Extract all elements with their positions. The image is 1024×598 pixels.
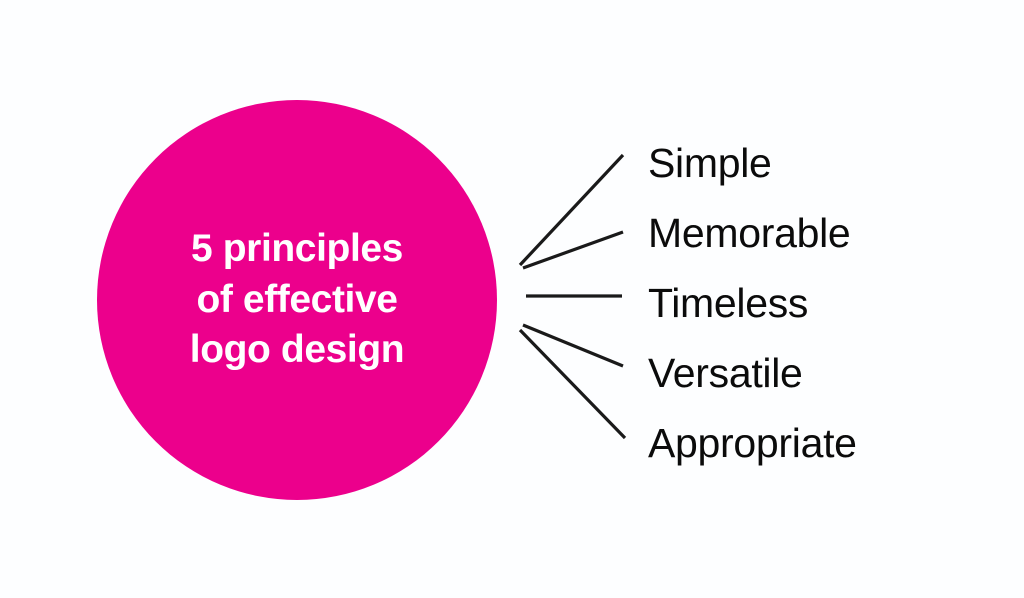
- leaf-label-timeless: Timeless: [648, 280, 809, 326]
- connector-line-memorable: [522, 230, 624, 270]
- leaf-label-simple: Simple: [648, 140, 772, 186]
- leaf-label-memorable: Memorable: [648, 210, 851, 256]
- hub-title-line-3: logo design: [189, 328, 405, 372]
- hub-title-line-2: of effective: [196, 277, 398, 321]
- leaf-label-list: Simple Memorable Timeless Versatile Appr…: [648, 128, 1008, 478]
- hub-circle: 5 principles of effective logo design: [97, 100, 497, 500]
- hub-title-line-1: 5 principles: [191, 226, 403, 270]
- connector-line-appropriate: [518, 328, 627, 440]
- leaf-label-versatile: Versatile: [648, 350, 803, 396]
- connector-line-simple: [518, 153, 625, 267]
- connector-line-versatile: [522, 323, 624, 368]
- leaf-label-appropriate: Appropriate: [648, 420, 857, 466]
